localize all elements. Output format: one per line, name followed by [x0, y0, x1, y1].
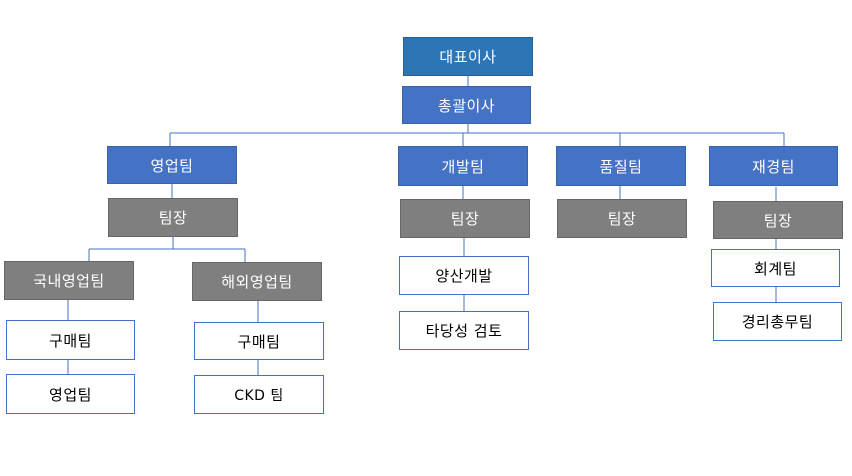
finance-dept-box: 재경팀	[709, 146, 838, 186]
node-label: 품질팀	[599, 157, 643, 176]
node-label: 영업팀	[150, 156, 194, 175]
ceo-box: 대표이사	[403, 37, 533, 76]
node-label: 대표이사	[439, 48, 497, 66]
general-affairs-box: 경리총무팀	[713, 302, 842, 341]
node-label: 타당성 검토	[425, 322, 503, 340]
domestic-purchase-box: 구매팀	[6, 320, 135, 360]
node-label: 회계팀	[754, 259, 797, 278]
node-label: 해외영업팀	[221, 273, 293, 291]
node-label: 개발팀	[441, 157, 485, 176]
node-label: 국내영업팀	[33, 272, 105, 290]
overseas-purchase-box: 구매팀	[194, 322, 324, 360]
node-label: 영업팀	[49, 385, 92, 404]
quality-lead-box: 팀장	[557, 199, 687, 238]
development-lead-box: 팀장	[400, 199, 530, 238]
sales-dept-box: 영업팀	[107, 146, 237, 184]
quality-dept-box: 품질팀	[556, 146, 686, 186]
sales-lead-box: 팀장	[108, 198, 238, 237]
feasibility-review-box: 타당성 검토	[399, 311, 529, 350]
accounting-box: 회계팀	[711, 249, 840, 287]
mass-production-box: 양산개발	[399, 256, 529, 295]
node-label: 팀장	[450, 210, 480, 228]
node-label: 팀장	[607, 210, 637, 228]
node-label: CKD 팀	[234, 387, 284, 404]
node-label: 양산개발	[435, 267, 493, 285]
overseas-sales-box: 해외영업팀	[192, 262, 322, 301]
node-label: 구매팀	[237, 332, 281, 351]
node-label: 구매팀	[49, 331, 92, 350]
node-label: 경리총무팀	[741, 313, 814, 331]
domestic-sales-box: 국내영업팀	[4, 261, 134, 300]
finance-lead-box: 팀장	[713, 201, 843, 239]
ckd-team-box: CKD 팀	[194, 375, 324, 414]
development-dept-box: 개발팀	[398, 146, 528, 186]
node-label: 팀장	[158, 209, 188, 227]
node-label: 재경팀	[752, 157, 795, 176]
domestic-sales-unit-box: 영업팀	[6, 374, 135, 414]
executive-box: 총괄이사	[402, 86, 531, 124]
node-label: 팀장	[763, 211, 793, 230]
node-label: 총괄이사	[437, 96, 496, 115]
